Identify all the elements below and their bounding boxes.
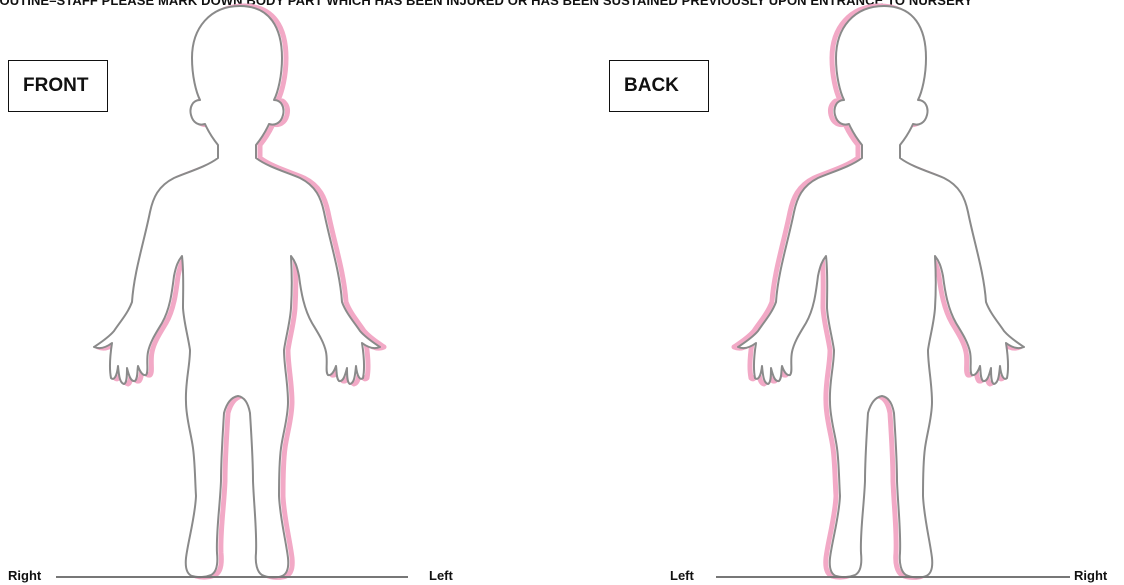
back-right-side-label: Right <box>1074 568 1107 583</box>
front-right-side-label: Right <box>8 568 41 583</box>
back-left-side-label: Left <box>670 568 694 583</box>
front-view-label: FRONT <box>8 60 108 112</box>
front-figure-outline <box>94 6 380 577</box>
back-ground-line <box>716 576 1070 578</box>
back-figure-outline <box>738 6 1024 577</box>
front-ground-line <box>56 576 408 578</box>
back-body-figure <box>734 6 1024 577</box>
front-left-side-label: Left <box>429 568 453 583</box>
back-view-label: BACK <box>609 60 709 112</box>
front-body-figure <box>94 6 384 577</box>
